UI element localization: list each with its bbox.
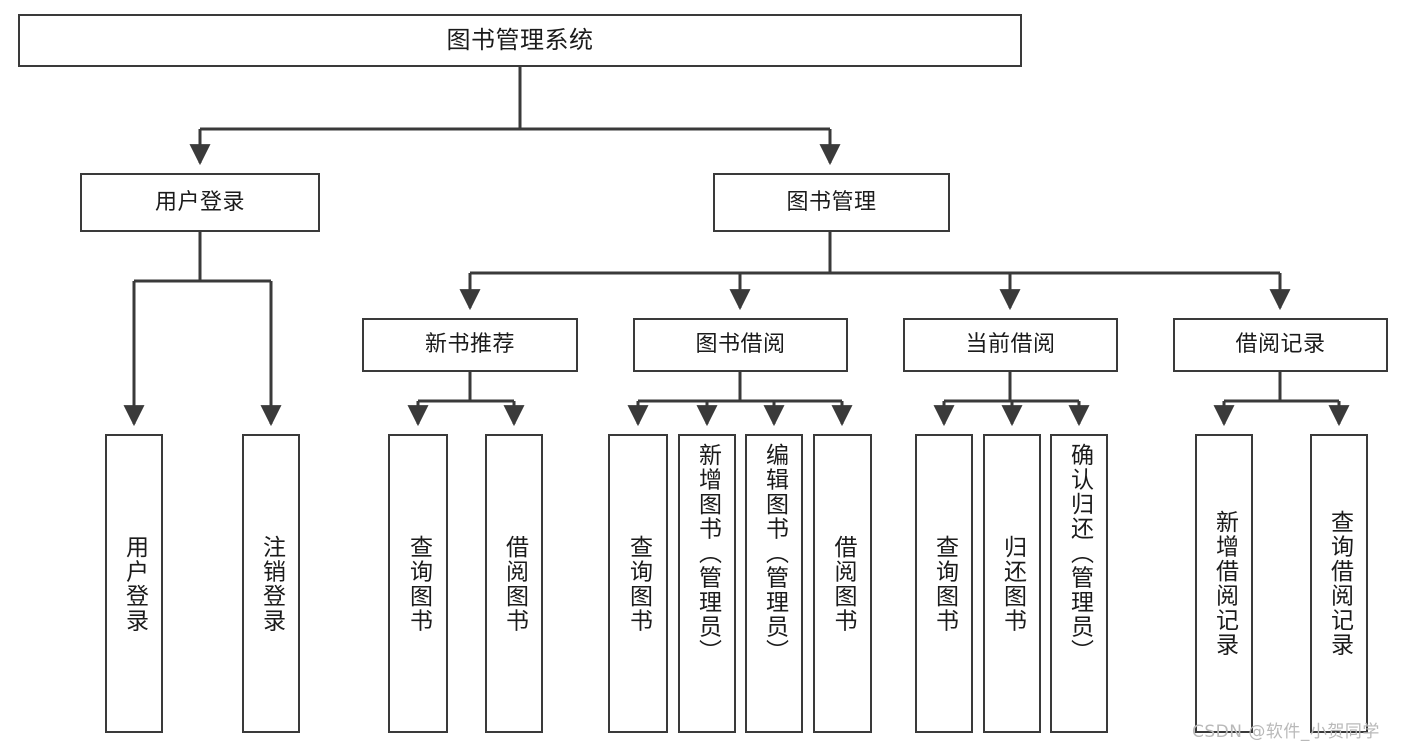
leaf-borrow-query-book-label: 查询图书 [625,534,652,633]
node-book-borrow[interactable]: 图书借阅 [633,318,848,372]
leaf-cur-confirm-return-label: 确认归还（管理员） [1066,443,1093,664]
leaf-rec-query-record[interactable]: 查询借阅记录 [1310,434,1368,733]
leaf-borrow-edit-book[interactable]: 编辑图书（管理员） [745,434,803,733]
node-root-label: 图书管理系统 [446,26,594,55]
leaf-user-logout[interactable]: 注销登录 [242,434,300,733]
leaf-rec-add-record-label: 新增借阅记录 [1211,510,1238,657]
leaf-borrow-query-book[interactable]: 查询图书 [608,434,668,733]
leaf-rec-query-book[interactable]: 查询图书 [388,434,448,733]
leaf-rec-borrow-book[interactable]: 借阅图书 [485,434,543,733]
leaf-rec-borrow-book-label: 借阅图书 [501,534,528,633]
leaf-rec-add-record[interactable]: 新增借阅记录 [1195,434,1253,733]
leaf-borrow-lend-book-label: 借阅图书 [830,534,856,633]
node-new-book-rec[interactable]: 新书推荐 [362,318,578,372]
node-borrow-record[interactable]: 借阅记录 [1173,318,1388,372]
leaf-user-login[interactable]: 用户登录 [105,434,163,733]
node-current-borrow-label: 当前借阅 [965,332,1056,358]
leaf-cur-return-book[interactable]: 归还图书 [983,434,1041,733]
leaf-user-login-label: 用户登录 [121,534,148,633]
node-borrow-record-label: 借阅记录 [1235,332,1326,358]
leaf-borrow-add-book[interactable]: 新增图书（管理员） [678,434,736,733]
leaf-rec-query-book-label: 查询图书 [405,534,432,633]
leaf-rec-query-record-label: 查询借阅记录 [1326,510,1353,657]
leaf-cur-return-book-label: 归还图书 [999,534,1026,633]
node-user-login[interactable]: 用户登录 [80,173,320,232]
node-user-login-label: 用户登录 [154,189,245,215]
leaf-user-logout-label: 注销登录 [258,534,285,633]
leaf-cur-confirm-return[interactable]: 确认归还（管理员） [1050,434,1108,733]
leaf-borrow-edit-book-label: 编辑图书（管理员） [761,443,788,664]
leaf-borrow-lend-book[interactable]: 借阅图书 [813,434,872,733]
leaf-borrow-add-book-label: 新增图书（管理员） [694,443,721,664]
node-book-manage[interactable]: 图书管理 [713,173,950,232]
node-new-book-rec-label: 新书推荐 [424,332,515,358]
csdn-watermark: CSDN @软件_小贺同学 [1192,722,1380,742]
leaf-cur-query-book[interactable]: 查询图书 [915,434,973,733]
leaf-cur-query-book-label: 查询图书 [931,534,958,633]
node-root[interactable]: 图书管理系统 [18,14,1022,67]
node-book-manage-label: 图书管理 [786,189,877,215]
node-current-borrow[interactable]: 当前借阅 [903,318,1118,372]
node-book-borrow-label: 图书借阅 [695,332,786,358]
